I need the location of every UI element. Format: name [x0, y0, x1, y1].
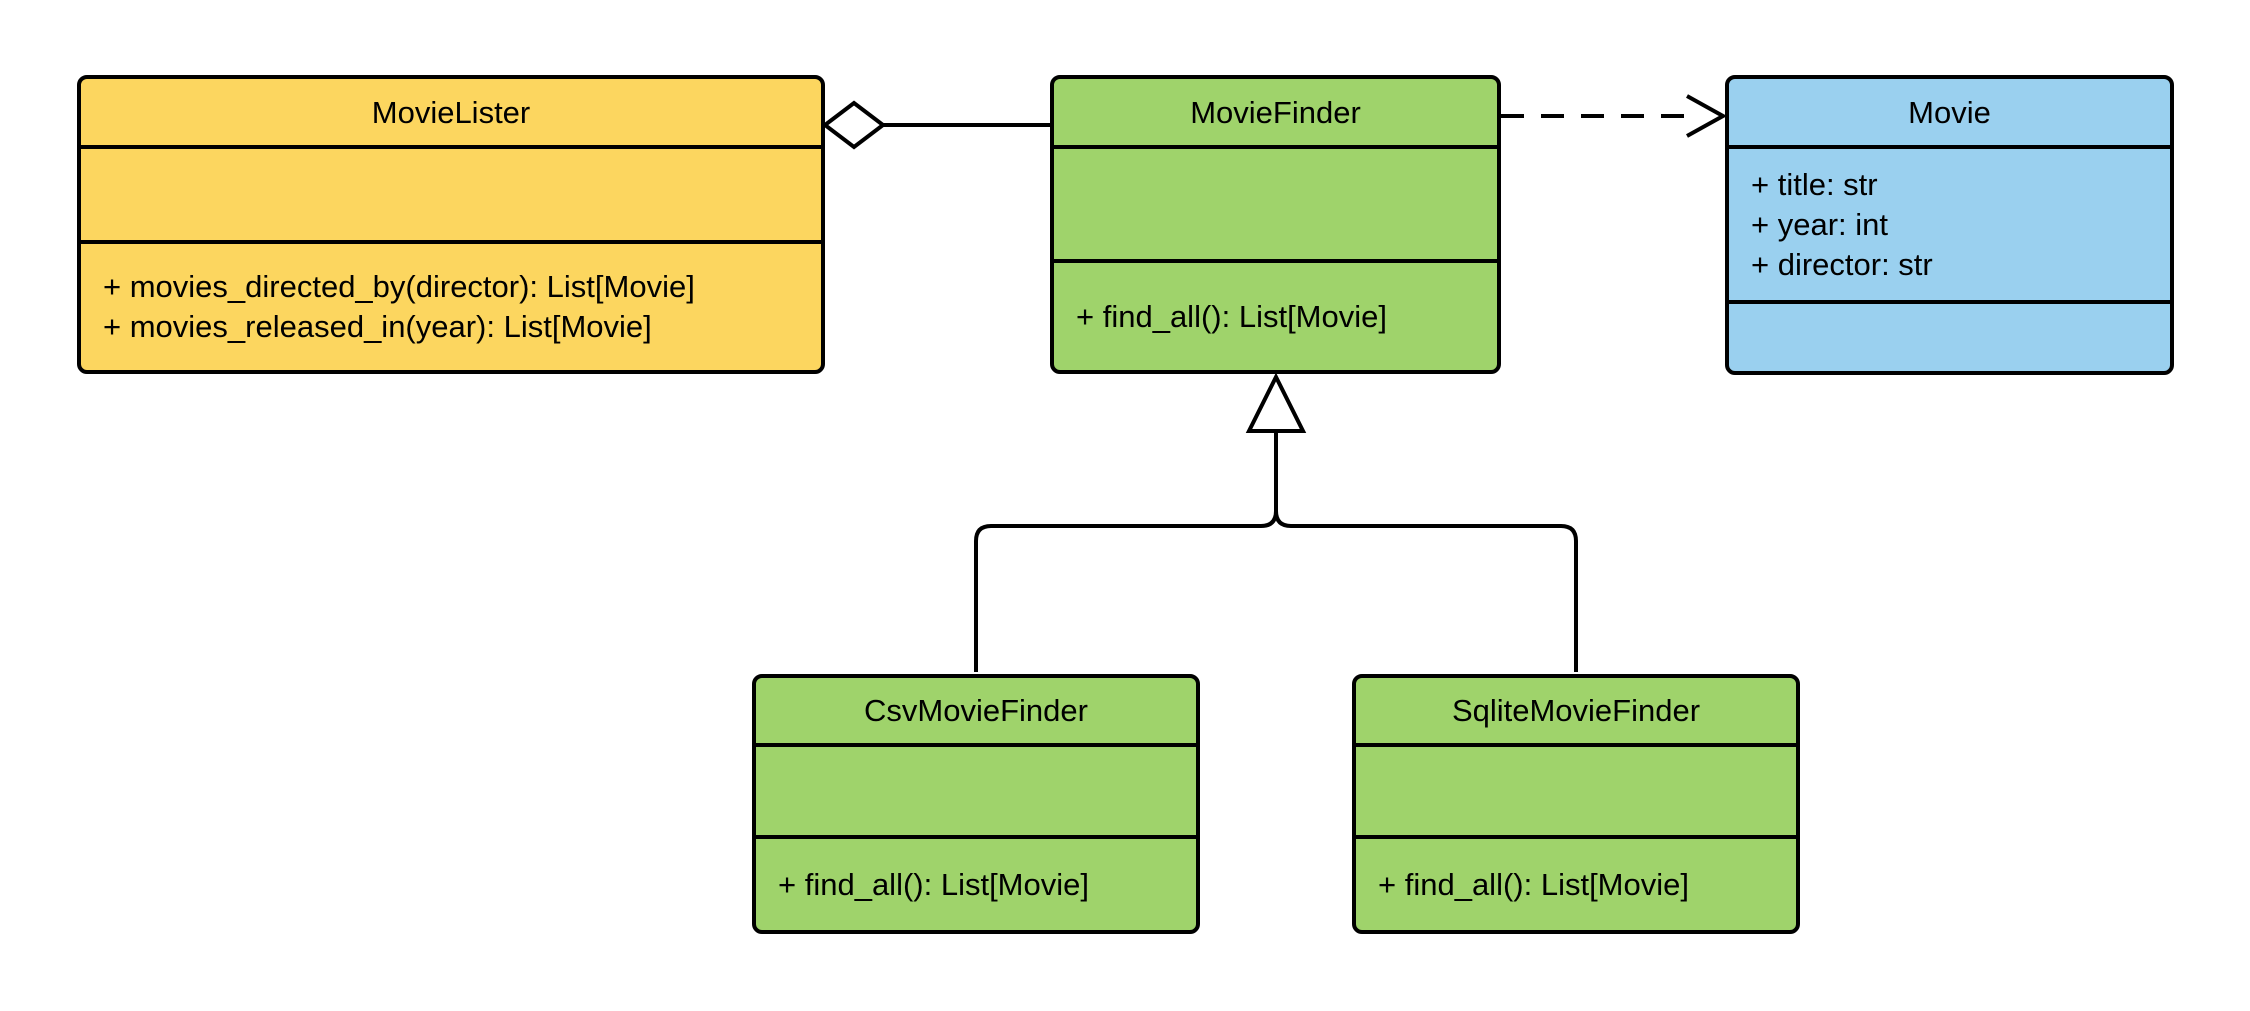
class-csvmoviefinder: CsvMovieFinder + find_all(): List[Movie]	[752, 674, 1200, 934]
class-movie-attributes: + title: str + year: int + director: str	[1729, 145, 2170, 300]
inheritance-triangle-icon	[1245, 372, 1307, 433]
aggregation-diamond-icon	[821, 100, 887, 150]
class-sqlitemoviefinder-attributes	[1356, 743, 1796, 835]
class-name-label: CsvMovieFinder	[864, 693, 1088, 728]
class-name-label: MovieFinder	[1190, 94, 1361, 130]
inheritance-edge-left	[974, 431, 1278, 672]
class-moviefinder: MovieFinder + find_all(): List[Movie]	[1050, 75, 1501, 374]
class-movielister-attributes	[81, 145, 821, 240]
attribute-label: + title: str	[1751, 166, 1878, 202]
class-moviefinder-attributes	[1054, 145, 1497, 259]
method-label: + movies_released_in(year): List[Movie]	[103, 309, 652, 344]
class-sqlitemoviefinder-title: SqliteMovieFinder	[1356, 678, 1796, 743]
method-label: + movies_directed_by(director): List[Mov…	[103, 269, 695, 304]
class-moviefinder-title: MovieFinder	[1054, 79, 1497, 145]
class-moviefinder-methods: + find_all(): List[Movie]	[1054, 259, 1497, 370]
class-csvmoviefinder-attributes	[756, 743, 1196, 835]
class-movielister-methods: + movies_directed_by(director): List[Mov…	[81, 240, 821, 370]
attribute-label: + year: int	[1751, 206, 1888, 242]
class-sqlitemoviefinder: SqliteMovieFinder + find_all(): List[Mov…	[1352, 674, 1800, 934]
class-csvmoviefinder-title: CsvMovieFinder	[756, 678, 1196, 743]
class-movielister: MovieLister + movies_directed_by(directo…	[77, 75, 825, 374]
class-csvmoviefinder-methods: + find_all(): List[Movie]	[756, 835, 1196, 930]
method-label: + find_all(): List[Movie]	[778, 866, 1089, 902]
dependency-arrowhead-icon	[1686, 94, 1728, 138]
class-name-label: Movie	[1908, 94, 1991, 130]
method-label: + find_all(): List[Movie]	[1378, 866, 1689, 902]
attribute-label: + director: str	[1751, 246, 1933, 282]
inheritance-edge-right	[1274, 431, 1578, 672]
method-label: + find_all(): List[Movie]	[1076, 298, 1387, 334]
class-movielister-title: MovieLister	[81, 79, 821, 145]
class-movie: Movie + title: str + year: int + directo…	[1725, 75, 2174, 375]
class-name-label: SqliteMovieFinder	[1451, 693, 1701, 728]
class-sqlitemoviefinder-methods: + find_all(): List[Movie]	[1356, 835, 1796, 930]
class-movie-title: Movie	[1729, 79, 2170, 145]
class-movie-methods	[1729, 300, 2170, 371]
class-name-label: MovieLister	[371, 94, 531, 130]
